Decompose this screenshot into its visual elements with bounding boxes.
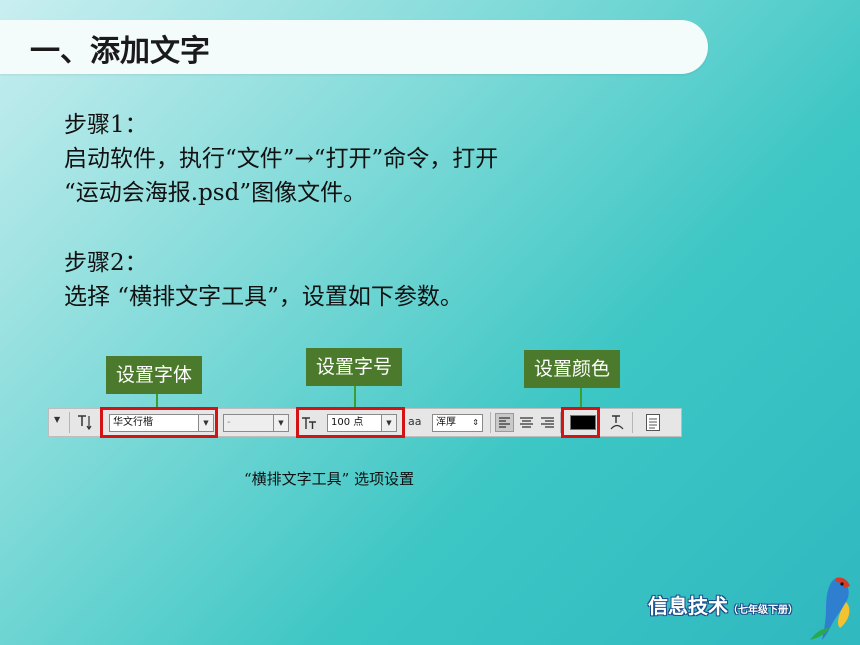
textbook-logo: 信息技术（七年级下册） <box>648 590 798 619</box>
step2-label: 步骤2： <box>64 250 148 276</box>
font-size-value: 100 点 <box>331 417 364 428</box>
title-bar <box>0 20 708 74</box>
figure-caption: “横排文字工具” 选项设置 <box>244 470 415 488</box>
text-color-highlight <box>561 407 600 438</box>
logo-text: 信息技术 <box>648 594 728 618</box>
font-size-highlight <box>296 407 405 438</box>
warp-text-icon[interactable] <box>608 412 626 433</box>
divider <box>69 412 70 433</box>
stepper-icon: ⇕ <box>472 418 479 427</box>
anti-alias-value: 浑厚 <box>436 417 456 428</box>
tool-preset-chevron-down-icon[interactable]: ▼ <box>54 415 61 424</box>
connector-color <box>580 388 582 408</box>
font-style-value: - <box>227 417 231 428</box>
logo-subtext: （七年级下册） <box>728 605 798 616</box>
page-title: 一、添加文字 <box>30 34 210 69</box>
divider <box>632 412 633 433</box>
label-size: 设置字号 <box>306 348 403 386</box>
text-tool-options-bar: ▼ 华文行楷 ▼ - ▼ 100 点 ▼ aa 浑厚 ⇕ <box>48 408 682 437</box>
font-size-icon <box>301 413 319 433</box>
font-family-highlight <box>100 407 218 438</box>
chevron-down-icon: ▼ <box>198 415 213 431</box>
step1-label: 步骤1： <box>64 112 148 138</box>
font-style-select[interactable]: - ▼ <box>223 414 289 432</box>
font-size-select[interactable]: 100 点 ▼ <box>327 414 397 432</box>
step2-line1: 选择 “横排文字工具”，设置如下参数。 <box>64 284 463 310</box>
font-family-select[interactable]: 华文行楷 ▼ <box>109 414 214 432</box>
align-right-button[interactable] <box>538 413 557 432</box>
step1-line1: 启动软件，执行“文件”→“打开”命令，打开 <box>64 146 499 172</box>
font-family-value: 华文行楷 <box>113 417 153 428</box>
divider <box>560 412 561 433</box>
align-left-icon <box>499 417 510 428</box>
align-right-icon <box>541 417 554 428</box>
character-panel-icon[interactable] <box>645 413 661 432</box>
anti-alias-select[interactable]: 浑厚 ⇕ <box>432 414 483 432</box>
connector-size <box>354 386 356 408</box>
label-font: 设置字体 <box>106 356 203 394</box>
connector-font <box>156 394 158 408</box>
chevron-down-icon: ▼ <box>381 415 396 431</box>
align-center-icon <box>520 417 533 428</box>
text-orientation-icon[interactable] <box>76 412 94 432</box>
label-color: 设置颜色 <box>524 350 621 388</box>
text-color-swatch[interactable] <box>570 415 596 430</box>
step1-line2: “运动会海报.psd”图像文件。 <box>64 180 367 206</box>
anti-alias-icon: aa <box>408 415 422 428</box>
align-left-button[interactable] <box>495 413 514 432</box>
divider <box>490 412 491 433</box>
chevron-down-icon: ▼ <box>273 415 288 431</box>
align-center-button[interactable] <box>517 413 536 432</box>
parrot-icon <box>810 577 850 640</box>
